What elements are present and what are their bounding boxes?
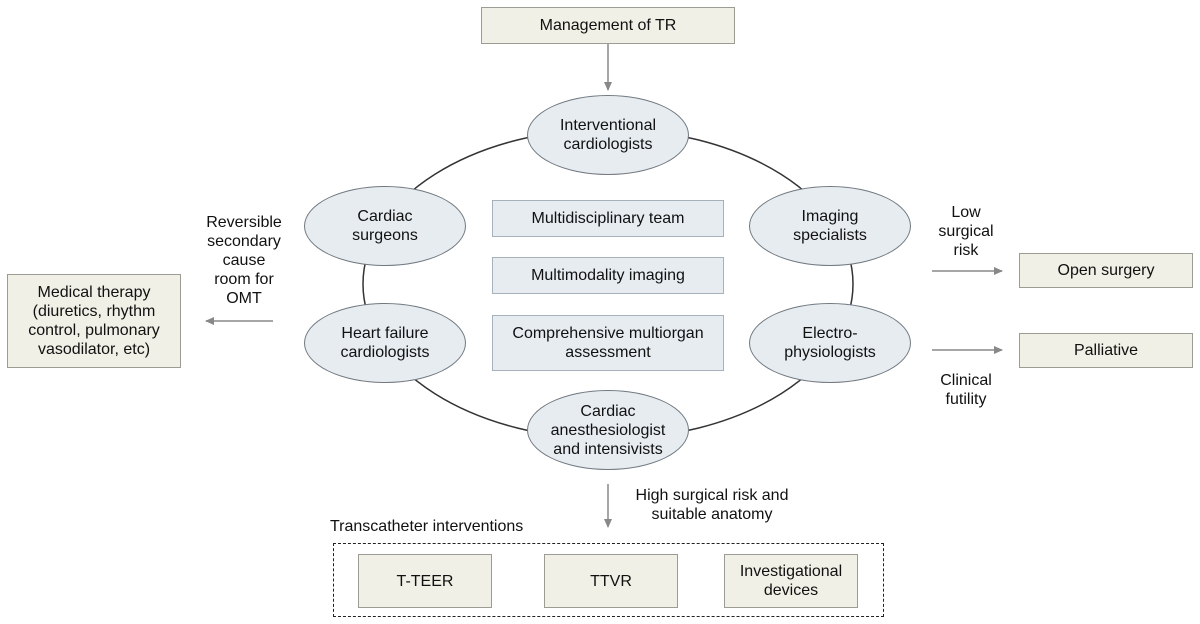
reversible-cause-label: Reversible secondary cause room for OMT bbox=[206, 214, 282, 307]
investigational-devices-box: Investigational devices bbox=[724, 554, 858, 608]
management-of-tr-box: Management of TR bbox=[481, 7, 735, 44]
comprehensive-assessment-box: Comprehensive multiorgan assessment bbox=[492, 315, 724, 371]
ttvr-box: TTVR bbox=[544, 554, 678, 608]
high-surgical-risk-label: High surgical risk and suitable anatomy bbox=[635, 487, 789, 523]
multidisciplinary-team-box: Multidisciplinary team bbox=[492, 200, 724, 237]
transcatheter-interventions-title: Transcatheter interventions bbox=[330, 518, 524, 535]
cardiac-anesthesiologist-node: Cardiac anesthesiologist and intensivist… bbox=[527, 390, 689, 470]
open-surgery-box: Open surgery bbox=[1019, 253, 1193, 288]
multimodality-imaging-box: Multimodality imaging bbox=[492, 257, 724, 294]
clinical-futility-label: Clinical futility bbox=[940, 372, 992, 408]
transcatheter-interventions-group bbox=[333, 543, 884, 617]
palliative-box: Palliative bbox=[1019, 333, 1193, 368]
electrophysiologists-node: Electro- physiologists bbox=[749, 303, 911, 383]
heart-failure-cardiologists-node: Heart failure cardiologists bbox=[304, 303, 466, 383]
medical-therapy-box: Medical therapy (diuretics, rhythm contr… bbox=[7, 274, 181, 368]
t-teer-box: T-TEER bbox=[358, 554, 492, 608]
low-surgical-risk-label: Low surgical risk bbox=[938, 204, 994, 259]
cardiac-surgeons-node: Cardiac surgeons bbox=[304, 186, 466, 266]
imaging-specialists-node: Imaging specialists bbox=[749, 186, 911, 266]
interventional-cardiologists-node: Interventional cardiologists bbox=[527, 95, 689, 175]
